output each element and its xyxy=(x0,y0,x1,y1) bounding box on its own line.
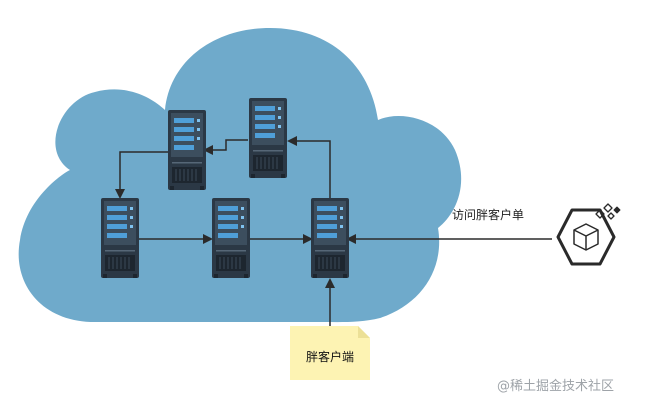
edge-label: 访问胖客户单 xyxy=(452,208,525,222)
server-4 xyxy=(211,197,251,279)
watermark: @稀土掘金技术社区 xyxy=(497,379,615,394)
note-shape xyxy=(290,326,370,380)
connectors xyxy=(115,136,552,326)
cube-client-icon xyxy=(556,203,621,266)
server-3 xyxy=(100,197,140,279)
arrow-s1-to-s3 xyxy=(115,151,168,199)
server-2 xyxy=(248,97,288,179)
note-label: 胖客户端 xyxy=(305,350,354,364)
server-1 xyxy=(167,109,207,191)
arrow-s5-to-s2 xyxy=(287,136,331,198)
server-5 xyxy=(310,197,350,279)
arrow-s2-to-s1 xyxy=(203,139,248,155)
